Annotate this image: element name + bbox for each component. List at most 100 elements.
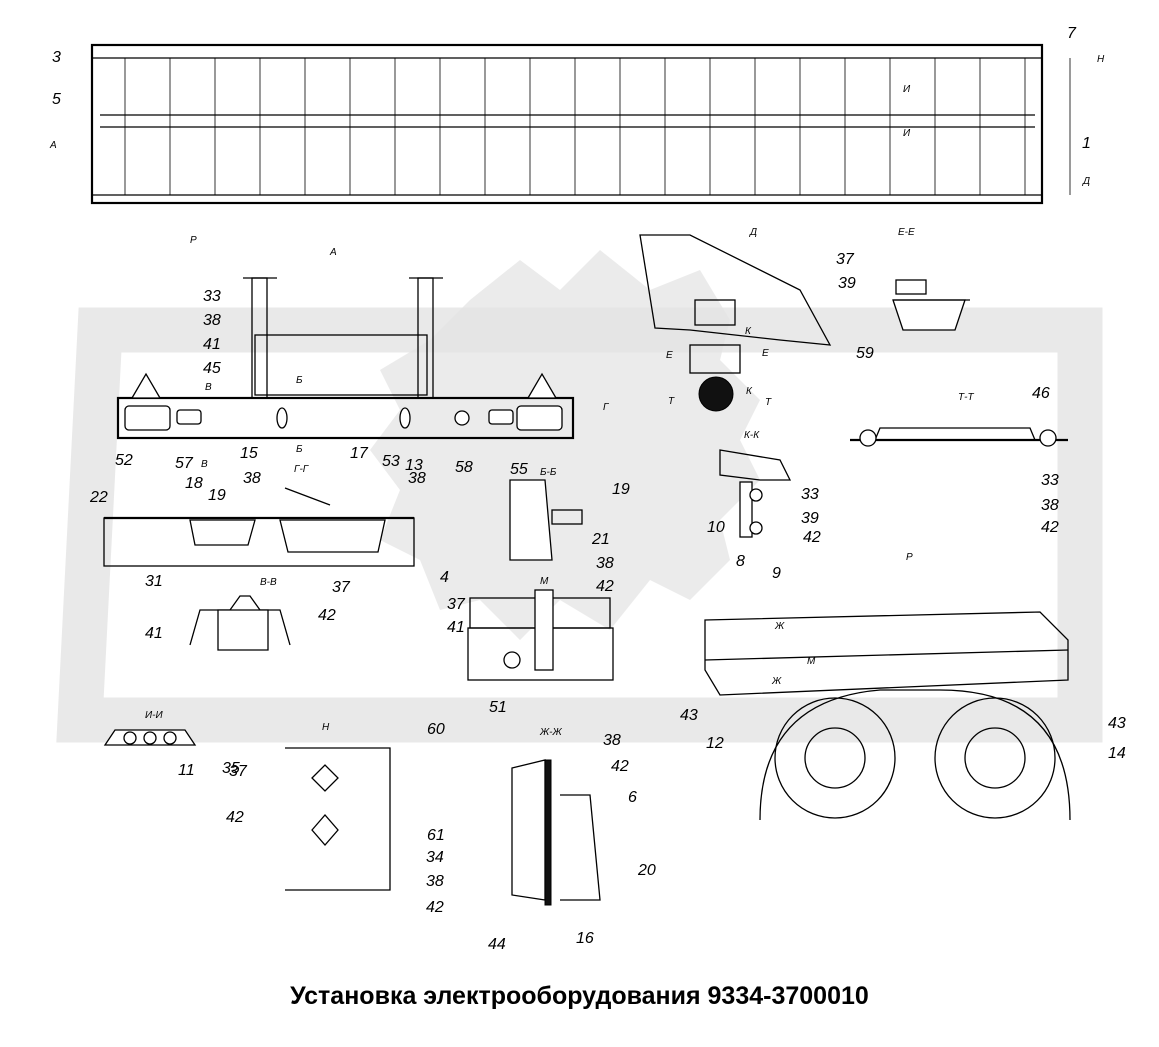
callout-number: 44 — [488, 936, 506, 953]
section-mark: М — [807, 656, 816, 667]
callout-number: 46 — [1032, 385, 1050, 402]
callout-number: 13 — [405, 457, 423, 474]
section-mark: В — [205, 382, 212, 393]
callout-number: 39 — [801, 510, 819, 527]
callout-number: 11 — [178, 762, 195, 779]
callout-number: 33 — [1041, 472, 1059, 489]
view-label: Б-Б — [540, 467, 557, 478]
section-v-v — [189, 595, 291, 651]
callout-number: 12 — [706, 735, 724, 752]
view-label: И-И — [145, 710, 163, 721]
view-a-rear-beam — [116, 277, 575, 440]
callout-number: 38 — [426, 873, 444, 890]
section-mark: Б — [296, 444, 303, 455]
callout-number: 37 — [836, 251, 855, 268]
callout-number: 57 — [175, 455, 194, 472]
view-label: Ж-Ж — [539, 727, 563, 738]
section-k-k — [719, 449, 792, 538]
callout-number: 42 — [226, 809, 244, 826]
callout-number: 58 — [455, 459, 473, 476]
callout-number: 59 — [856, 345, 874, 362]
callout-number: 42 — [1041, 519, 1059, 536]
view-label: Е-Е — [898, 227, 915, 238]
callout-number: 19 — [612, 481, 630, 498]
callout-number: 33 — [203, 288, 221, 305]
section-zh-zh — [511, 759, 601, 906]
section-mark: К — [745, 326, 752, 337]
section-mark: Р — [190, 235, 197, 246]
callout-number: 43 — [680, 707, 698, 724]
callout-number: 38 — [408, 470, 426, 487]
view-label: К-К — [744, 430, 760, 441]
view-label: Д — [749, 227, 757, 238]
view-n — [285, 747, 391, 891]
section-mark: Б — [296, 375, 303, 386]
callout-number: 35 — [222, 760, 240, 777]
callout-number: 4 — [440, 569, 449, 586]
section-e-e-lamp — [892, 279, 970, 331]
callout-number: 31 — [145, 573, 163, 590]
callout-number: 37 — [229, 763, 248, 780]
drawing-caption: Установка электрооборудования 9334-37000… — [290, 982, 869, 1010]
callout-number: 37 — [332, 579, 351, 596]
callout-number: 7 — [1067, 25, 1077, 42]
callout-number: 42 — [803, 529, 821, 546]
callout-number: 8 — [736, 553, 745, 570]
section-mark: Д — [1082, 176, 1090, 187]
callout-number: 1 — [1082, 135, 1091, 152]
view-label: Н — [322, 722, 330, 733]
callout-number: 53 — [382, 453, 400, 470]
callout-number: 45 — [203, 360, 221, 377]
view-d-bracket — [639, 234, 832, 412]
callout-number: 33 — [801, 486, 819, 503]
callout-number: 61 — [427, 827, 445, 844]
section-b-b — [509, 479, 583, 561]
top-plan-view — [90, 43, 1071, 205]
callout-number: 10 — [707, 519, 725, 536]
callout-number: 38 — [203, 312, 221, 329]
view-r-side — [704, 611, 1071, 821]
callout-number: 42 — [318, 607, 336, 624]
section-mark: И — [903, 128, 911, 139]
callout-number: 34 — [426, 849, 444, 866]
section-t-t-lamp — [850, 427, 1068, 447]
callout-number: 38 — [596, 555, 614, 572]
section-mark: Н — [1097, 54, 1105, 65]
section-mark: Е — [762, 348, 769, 359]
callout-number: 38 — [1041, 497, 1059, 514]
callout-number: 14 — [1108, 745, 1126, 762]
section-mark: Е — [666, 350, 673, 361]
callout-number: 42 — [611, 758, 629, 775]
callout-number: 19 — [208, 487, 226, 504]
callout-number: 22 — [89, 489, 108, 506]
callout-number: 6 — [628, 789, 637, 806]
view-label: Т-Т — [958, 392, 974, 403]
section-mark: И — [903, 84, 911, 95]
section-mark: К — [746, 386, 753, 397]
callout-number: 38 — [243, 470, 261, 487]
callout-number: 39 — [838, 275, 856, 292]
section-mark: Г — [603, 402, 610, 413]
section-mark: В — [201, 459, 208, 470]
section-mark: А — [49, 140, 57, 151]
section-mark: Т — [668, 396, 675, 407]
callout-number: 5 — [52, 91, 61, 108]
section-mark: Ж — [774, 621, 785, 632]
callout-number: 3 — [52, 49, 61, 66]
view-label: Г-Г — [294, 464, 310, 475]
callout-number: 21 — [591, 531, 610, 548]
callout-number: 51 — [489, 699, 507, 716]
callout-number: 52 — [115, 452, 133, 469]
callout-number: 15 — [240, 445, 258, 462]
callout-number: 20 — [637, 862, 656, 879]
callout-number: 38 — [603, 732, 621, 749]
callout-number: 41 — [145, 625, 163, 642]
callout-number: 18 — [185, 475, 203, 492]
section-g-g — [103, 487, 415, 567]
callout-number: 17 — [350, 445, 369, 462]
view-label: М — [540, 576, 549, 587]
watermark — [56, 250, 1103, 743]
callout-number: 41 — [203, 336, 221, 353]
callout-number: 42 — [596, 578, 614, 595]
